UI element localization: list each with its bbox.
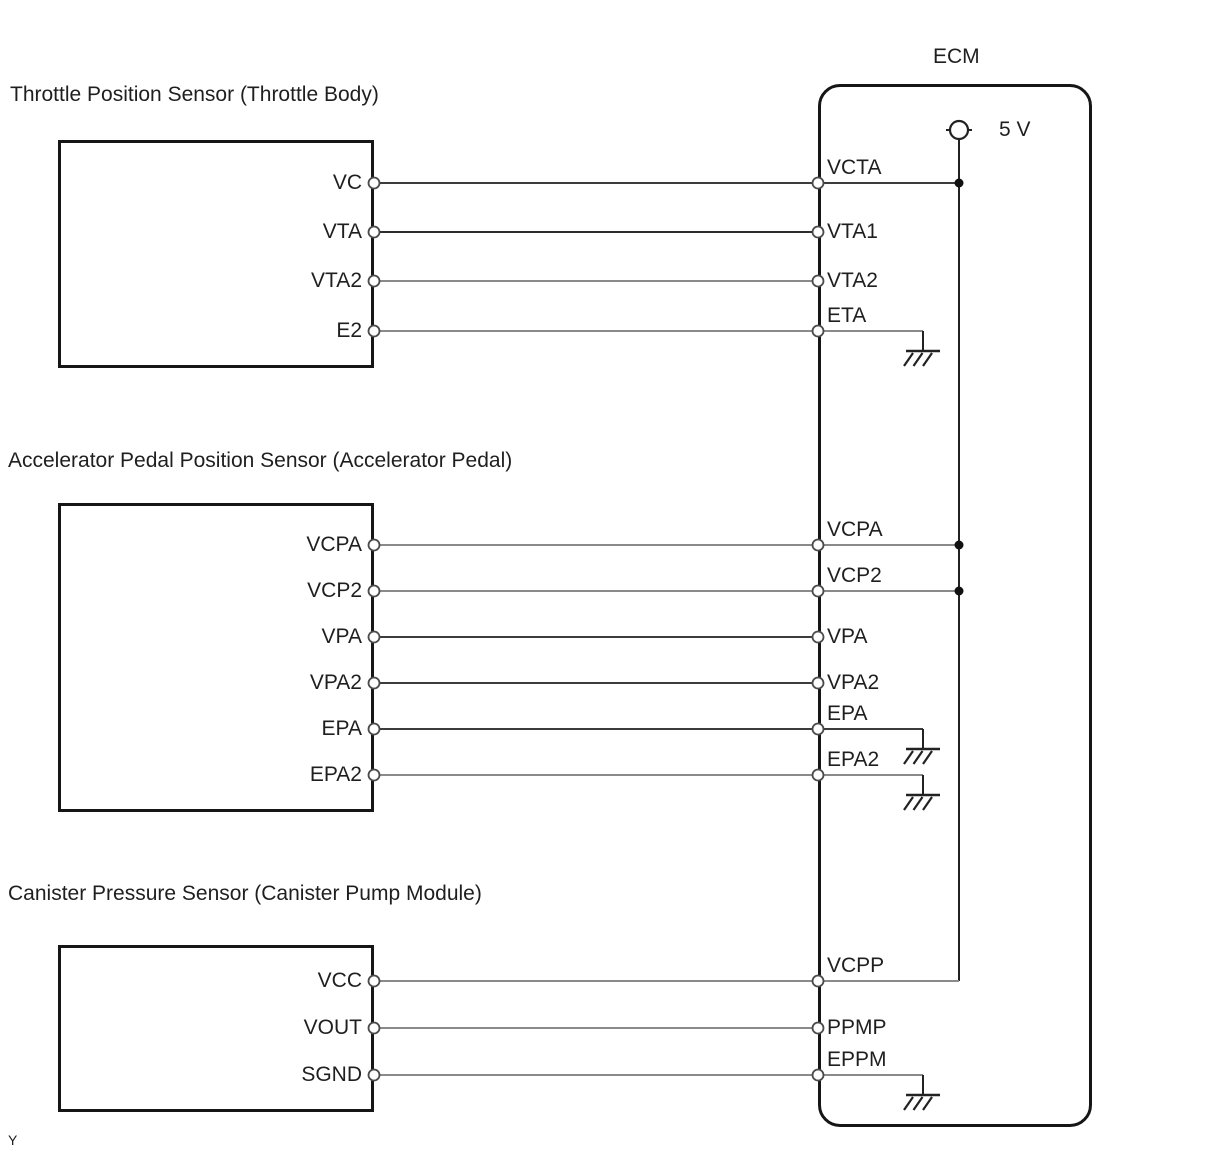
sensor-pin-circle: [367, 676, 381, 690]
sensor-pin-circle: [367, 324, 381, 338]
ecm-pin-circle: [811, 722, 825, 736]
junction-dot: [954, 178, 964, 188]
sensor-pin-label: VTA: [322, 220, 362, 243]
ecm-pin-circle: [811, 768, 825, 782]
ground-icon: [903, 793, 940, 811]
ecm-pin-label: VTA1: [827, 220, 878, 243]
ecm-pin-label: EPA: [827, 702, 868, 725]
ecm-pin-circle: [811, 1068, 825, 1082]
ecm-pin-circle: [811, 584, 825, 598]
sensor-pin-circle: [367, 225, 381, 239]
sensor-pin-circle: [367, 1068, 381, 1082]
sensor-pin-label: VPA: [321, 625, 362, 648]
sensor-pin-label: VTA2: [311, 269, 362, 292]
sensor-pin-label: E2: [336, 319, 362, 342]
sensor-pin-label: VCPA: [306, 533, 362, 556]
sensor-box-accelerator: [58, 503, 374, 812]
junction-dot: [954, 586, 964, 596]
ground-icon: [903, 1093, 940, 1111]
ecm-pin-circle: [811, 324, 825, 338]
junction-dot: [954, 540, 964, 550]
sensor-pin-circle: [367, 176, 381, 190]
ecm-pin-circle: [811, 225, 825, 239]
ecm-pin-label: VCP2: [827, 564, 882, 587]
sensor-pin-label: VOUT: [303, 1016, 362, 1039]
ecm-pin-label: PPMP: [827, 1016, 887, 1039]
sensor-pin-circle: [367, 722, 381, 736]
supply-voltage-label: 5 V: [999, 118, 1031, 141]
sensor-pin-circle: [367, 630, 381, 644]
sensor-pin-circle: [367, 274, 381, 288]
ecm-title: ECM: [933, 45, 980, 68]
sensor-pin-circle: [367, 768, 381, 782]
sensor-pin-circle: [367, 584, 381, 598]
ecm-pin-label: VCPP: [827, 954, 885, 977]
sensor-title-accelerator: Accelerator Pedal Position Sensor (Accel…: [8, 449, 513, 472]
supply-5v-icon: [946, 119, 972, 141]
sensor-title-throttle: Throttle Position Sensor (Throttle Body): [10, 83, 379, 106]
ecm-pin-label: EPA2: [827, 748, 880, 771]
footer-y-label: Y: [8, 1132, 18, 1148]
sensor-pin-circle: [367, 1021, 381, 1035]
ecm-pin-circle: [811, 274, 825, 288]
sensor-pin-circle: [367, 974, 381, 988]
ecm-pin-circle: [811, 974, 825, 988]
ground-icon: [903, 747, 940, 765]
sensor-pin-label: VCP2: [307, 579, 362, 602]
sensor-pin-label: VC: [332, 171, 362, 194]
ecm-pin-label: VTA2: [827, 269, 878, 292]
ecm-pin-circle: [811, 630, 825, 644]
sensor-pin-label: VCC: [317, 969, 362, 992]
ecm-pin-label: ETA: [827, 304, 867, 327]
ecm-pin-circle: [811, 538, 825, 552]
sensor-title-canister: Canister Pressure Sensor (Canister Pump …: [8, 882, 482, 905]
ecm-pin-label: EPPM: [827, 1048, 887, 1071]
ecm-pin-circle: [811, 676, 825, 690]
ecm-box: [818, 84, 1092, 1127]
sensor-box-throttle: [58, 140, 374, 368]
sensor-pin-label: EPA2: [309, 763, 362, 786]
ecm-pin-label: VCTA: [827, 156, 882, 179]
ecm-pin-circle: [811, 1021, 825, 1035]
ground-icon: [903, 349, 940, 367]
ecm-pin-label: VPA: [827, 625, 868, 648]
ecm-pin-circle: [811, 176, 825, 190]
ecm-pin-label: VPA2: [827, 671, 880, 694]
sensor-pin-circle: [367, 538, 381, 552]
sensor-pin-label: VPA2: [309, 671, 362, 694]
sensor-pin-label: SGND: [301, 1063, 362, 1086]
sensor-pin-label: EPA: [321, 717, 362, 740]
ecm-pin-label: VCPA: [827, 518, 883, 541]
